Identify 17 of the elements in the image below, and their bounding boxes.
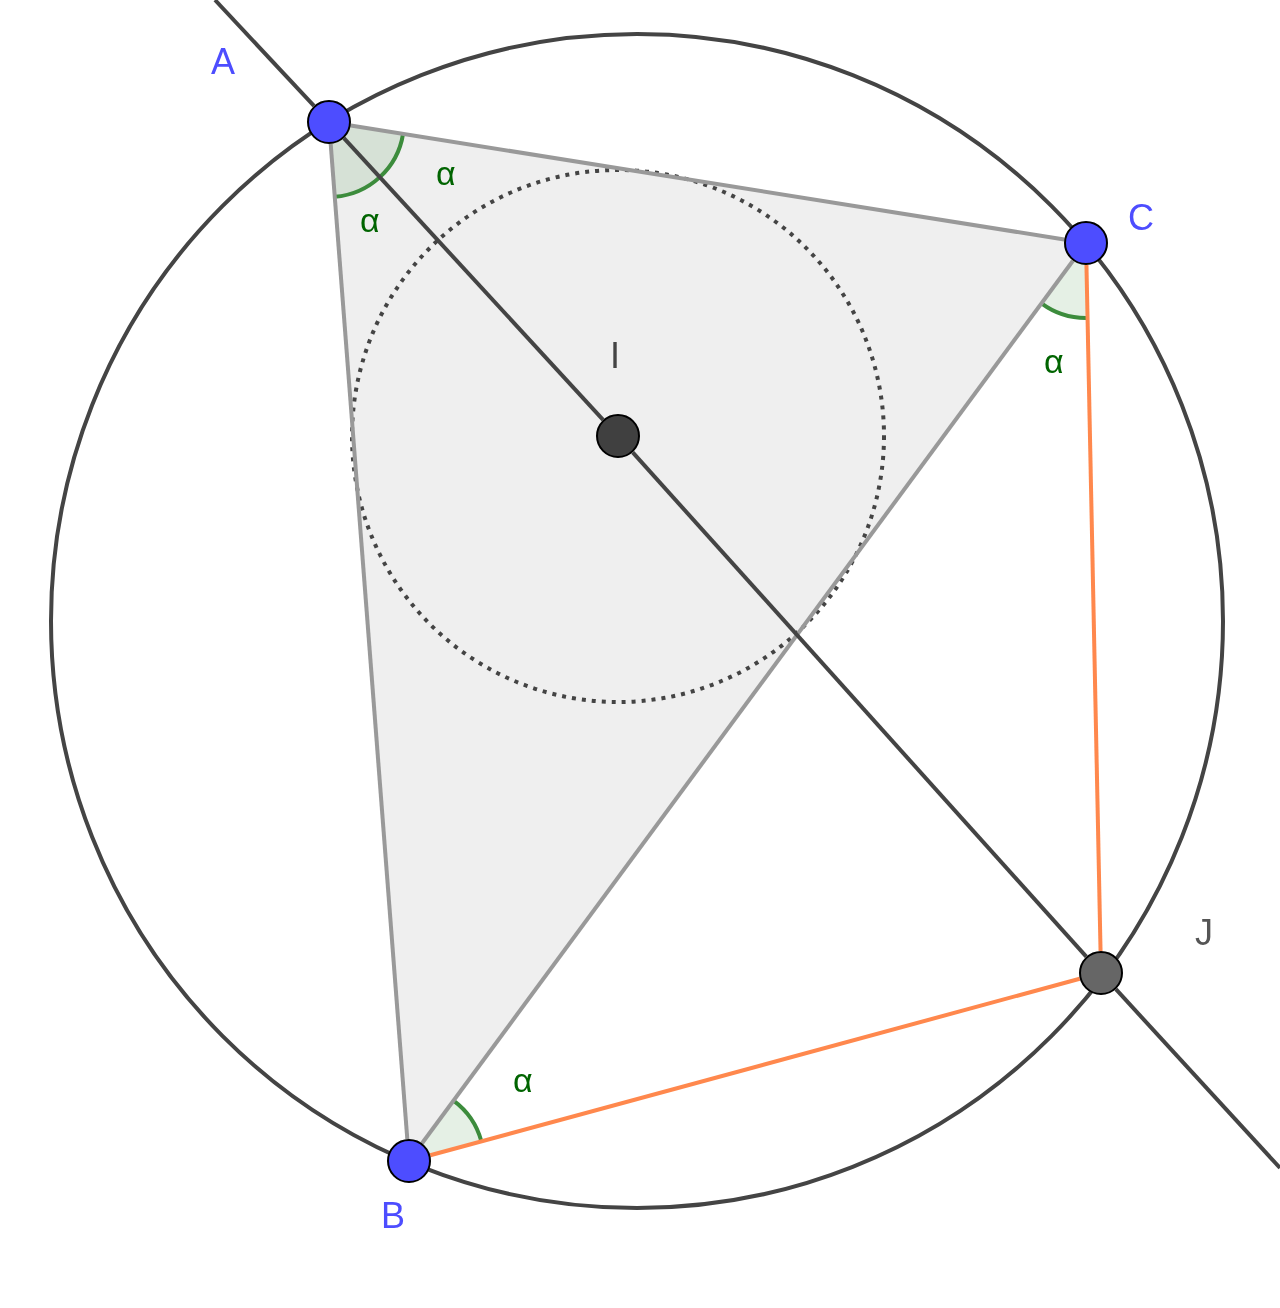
point-label: J	[1195, 915, 1213, 951]
angle-label: α	[436, 156, 456, 190]
point-label: A	[211, 44, 235, 80]
line-segment	[213, 0, 316, 108]
point-label: B	[381, 1198, 405, 1234]
angle-label: α	[360, 203, 380, 237]
line-segment	[342, 136, 605, 422]
line-segment	[1084, 264, 1103, 952]
line-segment	[631, 451, 1088, 958]
line-segment	[350, 123, 1065, 242]
point-label: C	[1128, 200, 1154, 236]
point-label: I	[610, 338, 620, 374]
angle-label: α	[513, 1063, 533, 1097]
line-segment	[420, 259, 1075, 1145]
line-segment	[1114, 987, 1280, 1170]
angle-label: α	[1044, 344, 1064, 378]
line-segment	[328, 143, 410, 1140]
